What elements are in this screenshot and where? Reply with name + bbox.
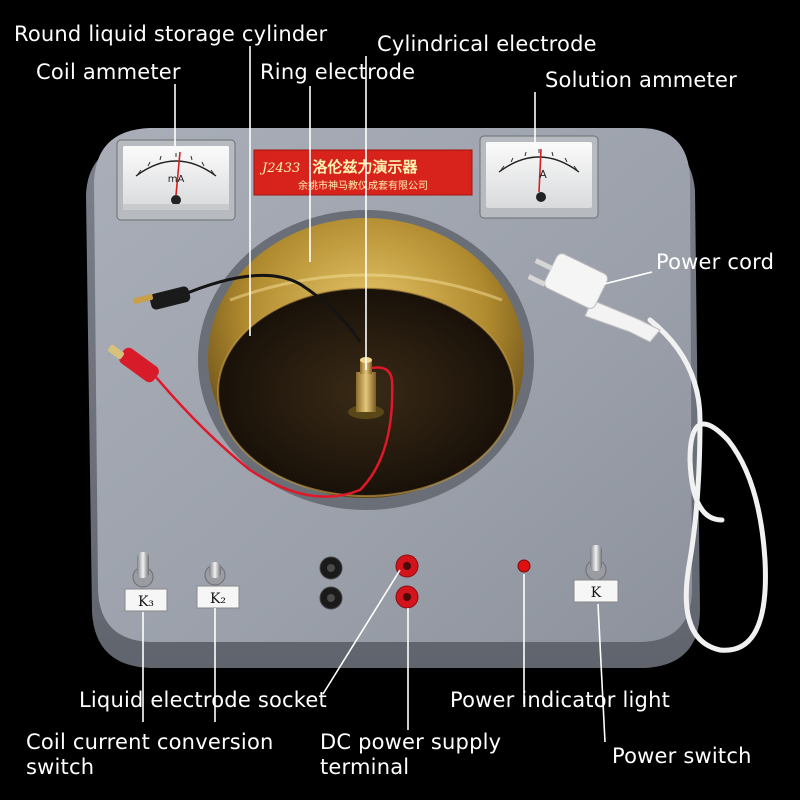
label-ring-electrode: Ring electrode — [260, 60, 416, 84]
coil-ammeter-unit: mA — [168, 174, 185, 185]
label-power-indicator-light: Power indicator light — [450, 688, 671, 712]
label-cylindrical-electrode: Cylindrical electrode — [377, 32, 597, 56]
solution-ammeter-unit: A — [539, 168, 547, 181]
switch-k2[interactable]: K₂ — [196, 562, 240, 609]
coil-ammeter: mA — [116, 139, 236, 221]
cylindrical-electrode — [348, 357, 384, 419]
label-coil-switch-line1: Coil current conversion — [26, 730, 274, 754]
label-liquid-electrode-socket: Liquid electrode socket — [79, 688, 327, 712]
label-coil-current-conversion-switch: Coil current conversion switch — [26, 730, 274, 780]
power-switch[interactable]: K — [573, 545, 619, 603]
black-wire — [179, 273, 362, 343]
switch-k3-label: K₃ — [138, 594, 154, 610]
black-plug — [132, 286, 191, 310]
power-cord — [527, 253, 768, 653]
power-indicator-light — [517, 559, 531, 573]
nameplate-maker: 余姚市神马教仪成套有限公司 — [298, 179, 428, 192]
label-coil-switch-line2: switch — [26, 755, 95, 779]
solution-ammeter: A — [479, 135, 599, 219]
dc-power-supply-terminal[interactable] — [395, 554, 419, 609]
label-dc-line2: terminal — [320, 755, 410, 779]
label-power-switch: Power switch — [612, 744, 752, 768]
red-plug — [107, 344, 159, 383]
label-solution-ammeter: Solution ammeter — [545, 68, 737, 92]
switch-k2-label: K₂ — [210, 591, 226, 607]
power-switch-label: K — [591, 585, 602, 601]
red-wire — [149, 366, 394, 498]
label-dc-line1: DC power supply — [320, 730, 502, 754]
switch-k3[interactable]: K₃ — [124, 552, 168, 612]
nameplate-model: J2433 — [259, 161, 300, 176]
label-power-cord: Power cord — [656, 250, 775, 274]
label-round-liquid-storage-cylinder: Round liquid storage cylinder — [14, 22, 328, 46]
label-coil-ammeter: Coil ammeter — [36, 60, 181, 84]
nameplate: J2433 洛伦兹力演示器 余姚市神马教仪成套有限公司 — [253, 149, 473, 196]
leader-lines — [142, 46, 653, 743]
label-dc-power-supply-terminal: DC power supply terminal — [320, 730, 501, 780]
liquid-electrode-socket[interactable] — [319, 556, 343, 610]
